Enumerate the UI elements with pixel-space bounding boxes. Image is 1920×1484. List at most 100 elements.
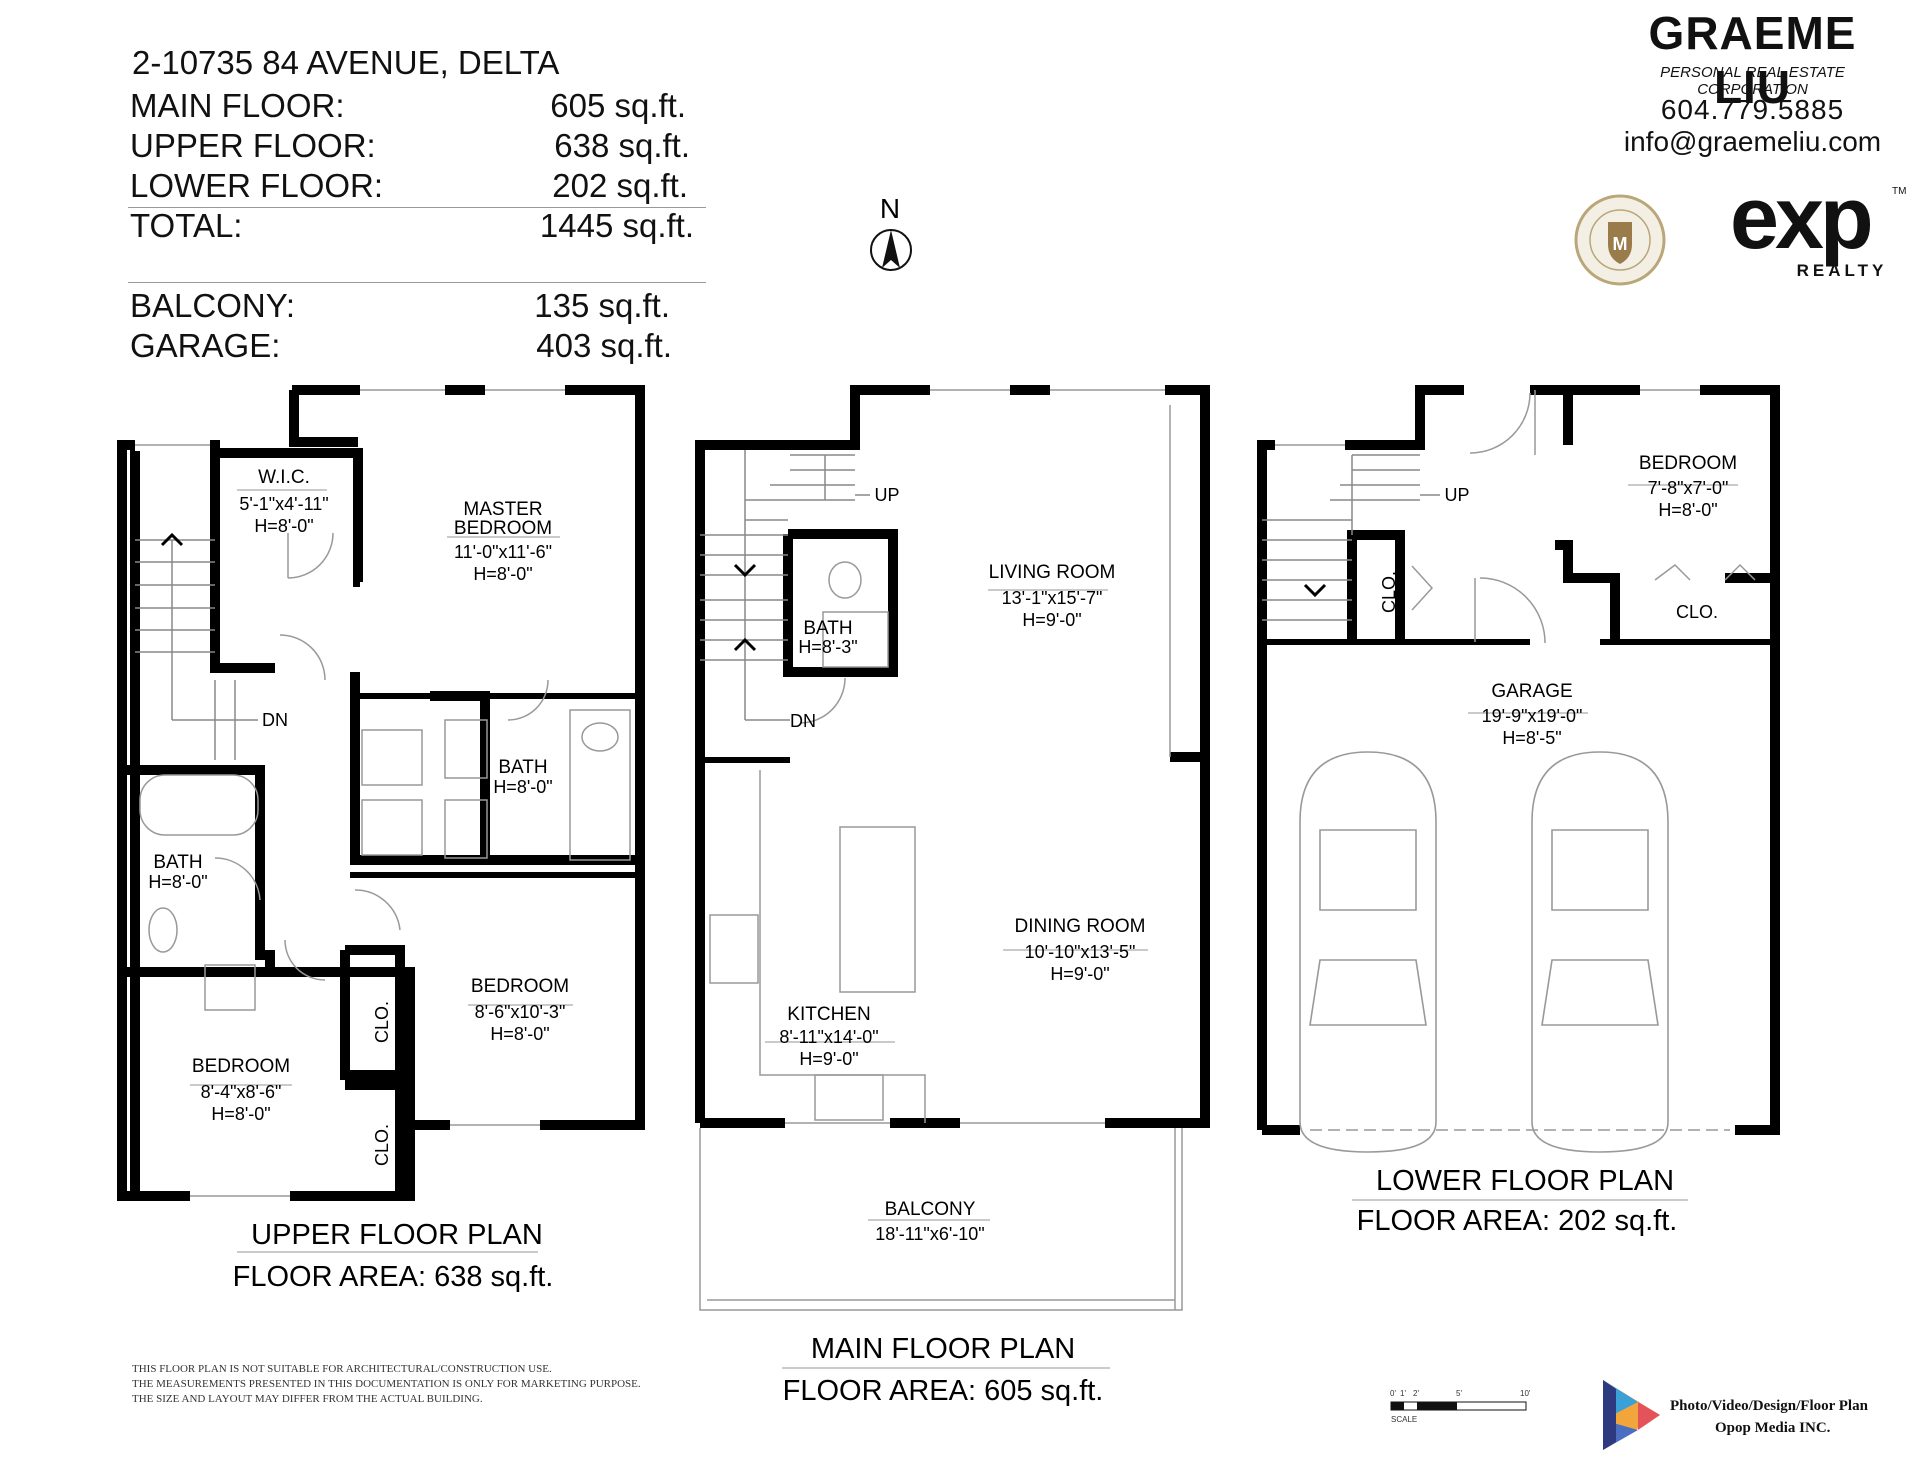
disclaimer: THIS FLOOR PLAN IS NOT SUITABLE FOR ARCH…: [132, 1362, 732, 1407]
medallion-club-logo-icon: M: [1574, 194, 1666, 286]
disclaimer-line: THIS FLOOR PLAN IS NOT SUITABLE FOR ARCH…: [132, 1363, 552, 1375]
lower-plan-title: LOWER FLOOR PLAN: [1376, 1165, 1674, 1197]
exp-realty-sub: REALTY: [1797, 261, 1888, 280]
scale-tick: 5': [1456, 1389, 1462, 1398]
balcony-dims: 18'-11"x6'-10": [875, 1224, 984, 1244]
upper-closet-2: CLO.: [372, 1124, 392, 1166]
lower-bedroom-name: BEDROOM: [1639, 453, 1737, 474]
scale-tick: 10': [1520, 1389, 1531, 1398]
main-stairs-up: UP: [874, 485, 899, 505]
agent-subtitle: PERSONAL REAL ESTATE CORPORATION: [1660, 64, 1845, 98]
upper-bedroom-right-name: BEDROOM: [471, 976, 569, 997]
kitchen-name: KITCHEN: [787, 1004, 870, 1025]
lower-closet-2: CLO.: [1676, 602, 1718, 622]
living-room-height: H=9'-0": [1022, 610, 1081, 630]
summary-value: 605 sq.ft.: [550, 87, 686, 124]
upper-bedroom-right-height: H=8'-0": [490, 1024, 549, 1044]
scale-tick: 0': [1390, 1389, 1396, 1398]
upper-plan-area: FLOOR AREA: 638 sq.ft.: [233, 1261, 554, 1293]
summary-label: UPPER FLOOR:: [130, 127, 376, 164]
property-address: 2-10735 84 AVENUE, DELTA: [132, 44, 560, 81]
disclaimer-line: THE MEASUREMENTS PRESENTED IN THIS DOCUM…: [132, 1378, 641, 1390]
main-stairs-down: DN: [790, 711, 816, 731]
upper-bath-height: H=8'-0": [493, 777, 552, 797]
summary-label: MAIN FLOOR:: [130, 87, 345, 124]
summary-divider: [128, 282, 706, 283]
wic-dims: 5'-1"x4'-11": [239, 494, 328, 514]
scale-tick: 1': [1400, 1389, 1406, 1398]
dining-room-height: H=9'-0": [1050, 964, 1109, 984]
garage-dims: 19'-9"x19'-0": [1482, 706, 1583, 726]
dining-room-dims: 10'-10"x13'-5": [1025, 942, 1136, 962]
upper-stairs-down: DN: [262, 710, 288, 730]
summary-row-total: TOTAL: 1445 sq.ft.: [130, 206, 694, 246]
trademark-mark: TM: [1892, 186, 1906, 197]
kitchen-height: H=9'-0": [799, 1049, 858, 1069]
scale-bar: 0' 1' 2' 5' 10' SCALE: [1390, 1389, 1531, 1424]
summary-label: TOTAL:: [130, 207, 243, 244]
master-bedroom-name-2: BEDROOM: [454, 518, 552, 539]
upper-closet-1: CLO.: [372, 1001, 392, 1043]
compass-label: N: [880, 193, 900, 224]
exp-realty-logo: exp TM REALTY: [1730, 180, 1906, 280]
summary-value: 638 sq.ft.: [554, 127, 690, 164]
wic-name: W.I.C.: [258, 467, 310, 488]
dining-room-name: DINING ROOM: [1015, 916, 1146, 937]
summary-label: GARAGE:: [130, 327, 281, 364]
agent-phone: 604.779.5885: [1660, 94, 1845, 125]
master-bedroom-dims: 11'-0"x11'-6": [454, 542, 552, 562]
disclaimer-line: THE SIZE AND LAYOUT MAY DIFFER FROM THE …: [132, 1393, 483, 1405]
exp-logo-text: exp: [1730, 180, 1871, 267]
main-plan-area: FLOOR AREA: 605 sq.ft.: [783, 1375, 1104, 1407]
upper-bath-left-height: H=8'-0": [148, 872, 207, 892]
upper-bath-left-name: BATH: [153, 852, 202, 873]
summary-divider: [128, 207, 706, 208]
agent-email: info@graemeliu.com: [1623, 126, 1882, 157]
lower-bedroom-height: H=8'-0": [1658, 500, 1717, 520]
upper-bath-name: BATH: [498, 757, 547, 778]
credit-line-1: Photo/Video/Design/Floor Plan: [1670, 1398, 1868, 1414]
credit-line-2: Opop Media INC.: [1715, 1420, 1831, 1436]
scale-tick: 2': [1413, 1389, 1419, 1398]
living-room-dims: 13'-1"x15'-7": [1002, 588, 1103, 608]
lower-closet-1: CLO.: [1379, 571, 1399, 613]
garage-name: GARAGE: [1491, 681, 1572, 702]
summary-label: LOWER FLOOR:: [130, 167, 384, 204]
summary-label: BALCONY:: [130, 287, 296, 324]
main-bath-height: H=8'-3": [798, 637, 857, 657]
upper-bedroom-right-dims: 8'-6"x10'-3": [475, 1002, 566, 1022]
master-bedroom-name-1: MASTER: [463, 499, 542, 520]
balcony-name: BALCONY: [885, 1199, 976, 1220]
main-bath-name: BATH: [803, 618, 852, 639]
summary-value: 403 sq.ft.: [536, 327, 672, 364]
summary-row-lower: LOWER FLOOR: 202 sq.ft.: [130, 166, 690, 206]
summary-value: 135 sq.ft.: [534, 287, 670, 324]
upper-bedroom-left-dims: 8'-4"x8'-6": [201, 1082, 282, 1102]
opop-media-logo-icon: [1603, 1380, 1660, 1450]
upper-bedroom-left-name: BEDROOM: [192, 1056, 290, 1077]
summary-value: 1445 sq.ft.: [539, 207, 694, 244]
scale-label: SCALE: [1391, 1415, 1417, 1424]
garage-cars: [1299, 751, 1669, 1153]
kitchen-dims: 8'-11"x14'-0": [779, 1027, 878, 1047]
garage-height: H=8'-5": [1502, 728, 1561, 748]
north-compass-icon: N: [870, 193, 912, 271]
lower-stairs-up: UP: [1444, 485, 1469, 505]
summary-row-garage: GARAGE: 403 sq.ft.: [130, 326, 690, 366]
summary-value: 202 sq.ft.: [552, 167, 688, 204]
medallion-letter: M: [1613, 234, 1628, 254]
summary-row-balcony: BALCONY: 135 sq.ft.: [130, 286, 690, 326]
summary-row-upper: UPPER FLOOR: 638 sq.ft.: [130, 126, 690, 166]
summary-row-main: MAIN FLOOR: 605 sq.ft.: [130, 86, 690, 126]
upper-bedroom-left-height: H=8'-0": [211, 1104, 270, 1124]
living-room-name: LIVING ROOM: [989, 562, 1116, 583]
upper-wall-left: [130, 440, 275, 1196]
upper-plan-title: UPPER FLOOR PLAN: [251, 1219, 543, 1251]
agent-name: GRAEME LIU: [1648, 7, 1857, 113]
main-plan-title: MAIN FLOOR PLAN: [811, 1333, 1075, 1365]
master-bedroom-height: H=8'-0": [473, 564, 532, 584]
lower-bedroom-dims: 7'-8"x7'-0": [1648, 478, 1729, 498]
lower-plan-area: FLOOR AREA: 202 sq.ft.: [1357, 1205, 1678, 1237]
